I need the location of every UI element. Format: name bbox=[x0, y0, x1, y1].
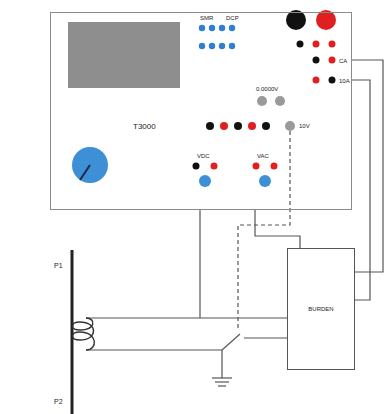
dashed-wire bbox=[238, 131, 290, 330]
switch-blade bbox=[222, 334, 240, 350]
terminal bbox=[329, 41, 336, 48]
terminal-label: P2 bbox=[54, 398, 63, 405]
terminal bbox=[271, 163, 278, 170]
knob bbox=[72, 147, 108, 183]
button bbox=[229, 25, 235, 31]
terminal bbox=[206, 122, 214, 130]
terminal bbox=[286, 10, 306, 30]
terminal-label: P1 bbox=[54, 262, 63, 269]
terminal bbox=[275, 96, 285, 106]
ground-symbol bbox=[215, 381, 229, 382]
wire bbox=[352, 60, 383, 272]
terminal bbox=[329, 77, 336, 84]
button bbox=[219, 25, 225, 31]
terminal bbox=[313, 57, 320, 64]
burden-fill bbox=[287, 248, 355, 370]
panel-label: SMR bbox=[200, 15, 213, 21]
panel-label: 10V bbox=[299, 123, 310, 129]
button bbox=[199, 43, 205, 49]
button bbox=[199, 25, 205, 31]
terminal bbox=[257, 96, 267, 106]
terminal bbox=[220, 122, 228, 130]
terminal bbox=[297, 41, 304, 48]
wire-group bbox=[86, 80, 370, 386]
burden-box: BURDEN bbox=[287, 248, 355, 370]
terminal bbox=[253, 163, 260, 170]
panel-label: DCP bbox=[226, 15, 239, 21]
ground-symbol bbox=[218, 385, 226, 386]
wire bbox=[86, 350, 222, 378]
panel-label: T3000 bbox=[133, 123, 156, 131]
screen bbox=[68, 22, 180, 88]
terminal bbox=[259, 175, 271, 187]
wire bbox=[199, 210, 200, 318]
terminal bbox=[211, 163, 218, 170]
terminal bbox=[313, 77, 320, 84]
instrument-panel: SMR DCP 0.0000V CA 10A 10V T3000VDC VAC bbox=[50, 12, 352, 210]
wire bbox=[255, 210, 300, 248]
button bbox=[229, 43, 235, 49]
terminal bbox=[285, 121, 295, 131]
panel-label: 0.0000V bbox=[256, 86, 278, 92]
terminal bbox=[313, 41, 320, 48]
panel-label: VDC bbox=[197, 153, 210, 159]
terminal bbox=[234, 122, 242, 130]
terminal bbox=[248, 122, 256, 130]
terminal bbox=[329, 57, 336, 64]
button-group bbox=[199, 25, 235, 49]
wire bbox=[86, 317, 287, 318]
wire bbox=[244, 337, 287, 338]
box-label: BURDEN bbox=[308, 306, 333, 312]
knob-pointer bbox=[80, 165, 90, 180]
panel-label: 10A bbox=[339, 78, 350, 84]
button bbox=[209, 43, 215, 49]
panel-label: VAC bbox=[257, 153, 269, 159]
terminal bbox=[262, 122, 270, 130]
terminal bbox=[199, 175, 211, 187]
terminal bbox=[316, 10, 336, 30]
panel-fill bbox=[50, 12, 352, 210]
button bbox=[209, 25, 215, 31]
ground-symbol bbox=[212, 377, 232, 378]
button bbox=[219, 43, 225, 49]
panel-label: CA bbox=[339, 58, 347, 64]
ct-coil bbox=[73, 318, 95, 350]
terminal bbox=[193, 163, 200, 170]
primary-conductor bbox=[71, 250, 74, 414]
